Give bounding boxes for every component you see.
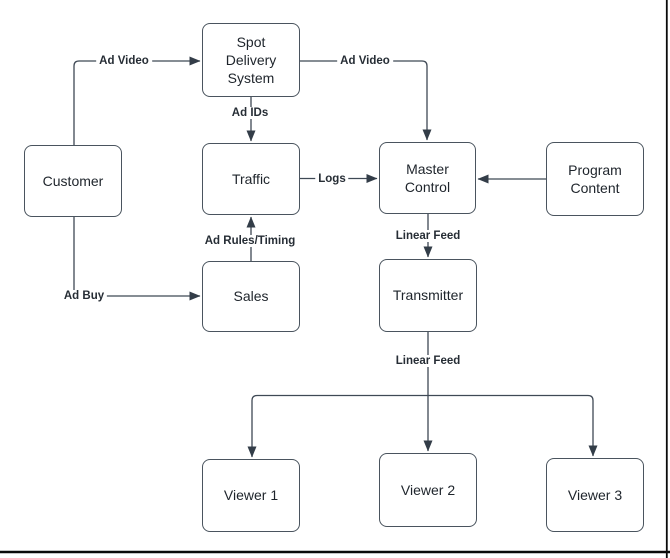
edge-label-linear-feed-top: Linear Feed <box>392 230 464 242</box>
node-customer: Customer <box>24 145 122 217</box>
node-sales: Sales <box>202 261 300 332</box>
node-spot-delivery-system: Spot Delivery System <box>202 23 300 97</box>
edge-transmitter-to-viewer1 <box>247 394 428 458</box>
node-traffic: Traffic <box>202 143 300 215</box>
edge-label-ad-buy: Ad Buy <box>60 290 108 302</box>
node-viewer-2: Viewer 2 <box>379 453 477 527</box>
edge-label-ad-video-left: Ad Video <box>96 55 152 67</box>
node-program-content: Program Content <box>546 142 644 216</box>
edge-customer-to-spot-delivery <box>73 56 201 145</box>
node-transmitter: Transmitter <box>379 259 477 332</box>
node-viewer-3: Viewer 3 <box>546 458 644 532</box>
node-master-control: Master Control <box>379 142 476 214</box>
edge-spot-delivery-to-master-control <box>300 60 432 141</box>
edge-transmitter-to-viewer3 <box>428 394 598 457</box>
edge-label-ad-video-right: Ad Video <box>337 55 393 67</box>
edge-label-logs: Logs <box>315 172 349 185</box>
edge-label-ad-ids: Ad IDs <box>228 107 272 119</box>
edge-customer-to-sales <box>73 217 201 301</box>
edge-label-ad-rules-timing: Ad Rules/Timing <box>201 235 299 247</box>
edge-label-linear-feed-bottom: Linear Feed <box>392 354 464 367</box>
node-viewer-1: Viewer 1 <box>202 459 300 532</box>
